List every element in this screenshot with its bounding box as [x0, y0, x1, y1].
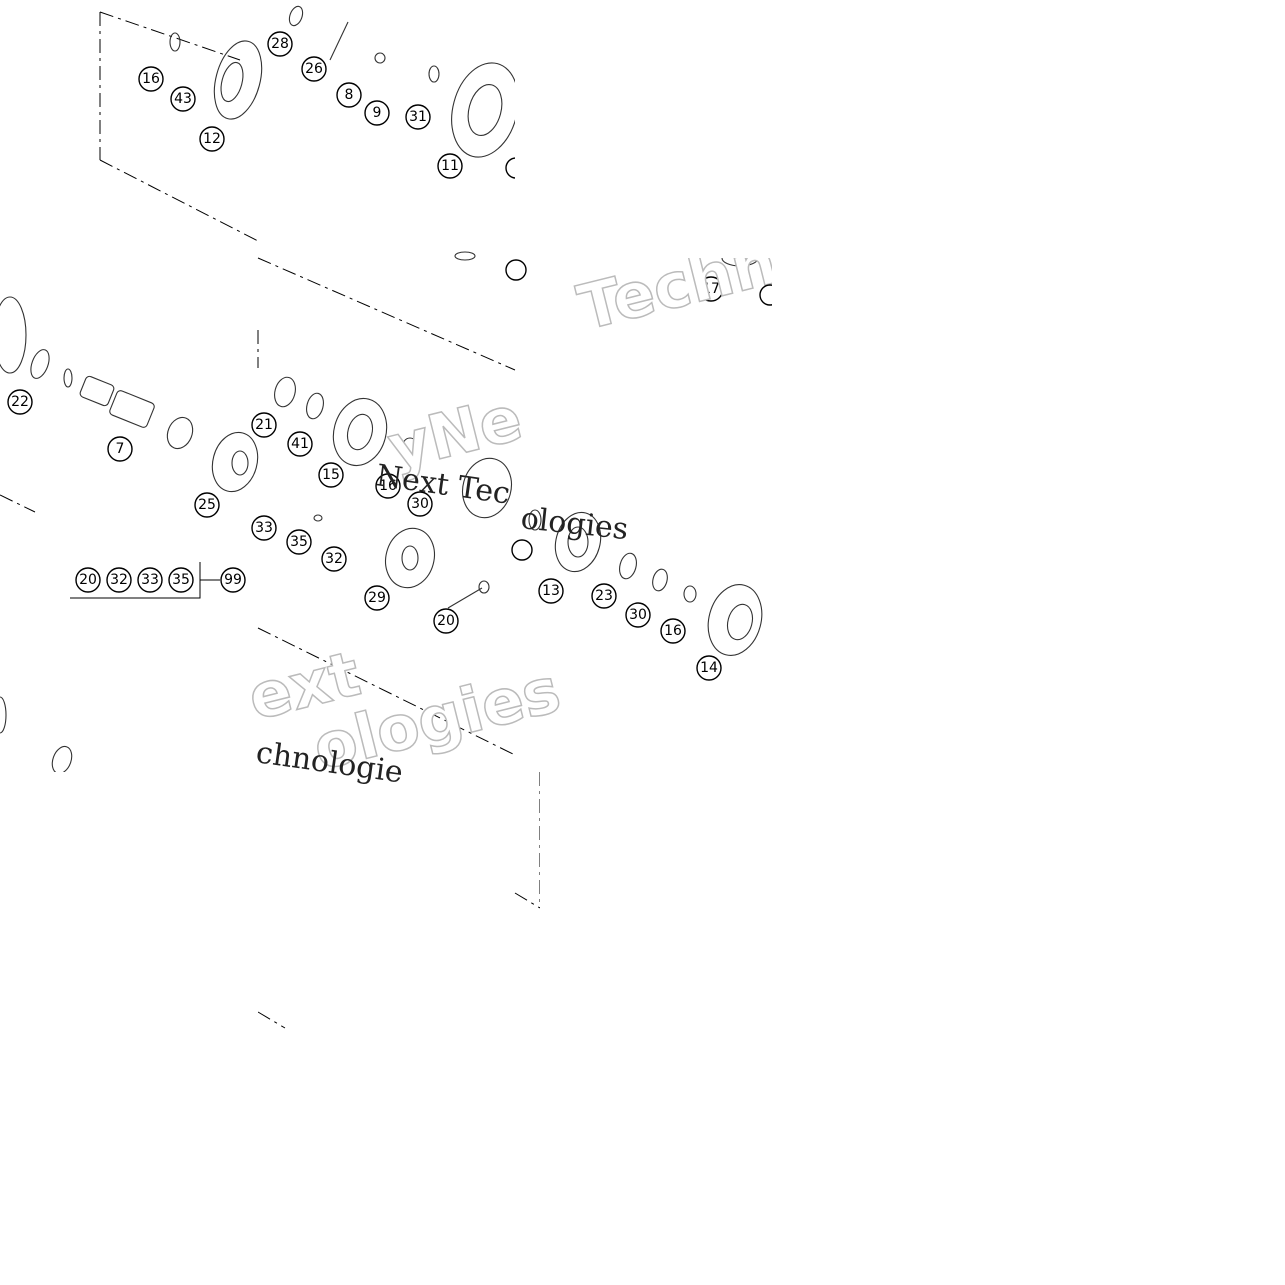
callout-7: 7 [107, 436, 133, 462]
callout-12: 12 [199, 126, 225, 152]
callout-23: 23 [591, 583, 617, 609]
kit-group: 20 32 33 35 99 [70, 562, 246, 599]
svg-text:13: 13 [542, 583, 560, 599]
svg-text:22: 22 [11, 394, 29, 410]
svg-text:35: 35 [172, 572, 190, 588]
svg-text:33: 33 [141, 572, 159, 588]
callout-9: 9 [364, 100, 390, 126]
callout-8: 8 [336, 82, 362, 108]
svg-text:26: 26 [305, 61, 323, 77]
callout-16a: 16 [138, 66, 164, 92]
svg-text:30: 30 [629, 607, 647, 623]
svg-text:11: 11 [441, 158, 459, 174]
svg-text:14: 14 [700, 660, 718, 676]
callout-16b: 16 [375, 473, 401, 499]
svg-text:12: 12 [203, 131, 221, 147]
svg-text:17: 17 [702, 281, 720, 297]
kit-member-33: 33 [137, 567, 163, 593]
callout-26: 26 [301, 56, 327, 82]
svg-text:20: 20 [437, 613, 455, 629]
svg-text:16: 16 [142, 71, 160, 87]
callout-25: 25 [194, 492, 220, 518]
svg-text:99: 99 [224, 572, 242, 588]
callout-41: 41 [287, 431, 313, 457]
svg-text:33: 33 [255, 520, 273, 536]
svg-text:31: 31 [409, 109, 427, 125]
callout-43: 43 [170, 86, 196, 112]
svg-text:30: 30 [411, 496, 429, 512]
parts-drawing [0, 5, 763, 775]
callout-14: 14 [696, 655, 722, 681]
svg-text:41: 41 [291, 436, 309, 452]
svg-text:8: 8 [345, 87, 354, 103]
svg-text:25: 25 [198, 497, 216, 513]
svg-text:16: 16 [664, 623, 682, 639]
svg-text:15: 15 [322, 467, 340, 483]
callout-28: 28 [267, 31, 293, 57]
svg-text:21: 21 [255, 417, 273, 433]
callouts: 16 43 12 28 26 8 9 31 11 17 22 7 25 21 4… [7, 31, 724, 681]
watermarks: Techno yNe Next Tec ologies ext ologies … [240, 214, 826, 790]
svg-text:23: 23 [595, 588, 613, 604]
svg-text:35: 35 [290, 534, 308, 550]
callout-13: 13 [538, 578, 564, 604]
callout-21: 21 [251, 412, 277, 438]
svg-text:ologies: ologies [519, 501, 630, 547]
kit-member-20: 20 [75, 567, 101, 593]
svg-text:43: 43 [174, 91, 192, 107]
callout-22: 22 [7, 389, 33, 415]
callout-29: 29 [364, 585, 390, 611]
callout-20: 20 [433, 608, 459, 634]
callout-30b: 30 [625, 602, 651, 628]
callout-11: 11 [437, 153, 463, 179]
svg-text:16: 16 [379, 478, 397, 494]
callout-31: 31 [405, 104, 431, 130]
svg-text:28: 28 [271, 36, 289, 52]
svg-text:7: 7 [116, 441, 125, 457]
callout-32: 32 [321, 546, 347, 572]
callout-15: 15 [318, 462, 344, 488]
svg-text:20: 20 [79, 572, 97, 588]
callout-16c: 16 [660, 618, 686, 644]
kit-number-99: 99 [220, 567, 246, 593]
kit-member-35: 35 [168, 567, 194, 593]
callout-33: 33 [251, 515, 277, 541]
svg-text:9: 9 [373, 105, 382, 121]
callout-17: 17 [698, 276, 724, 302]
svg-text:32: 32 [110, 572, 128, 588]
svg-text:29: 29 [368, 590, 386, 606]
callout-35: 35 [286, 529, 312, 555]
callout-30a: 30 [407, 491, 433, 517]
svg-text:32: 32 [325, 551, 343, 567]
kit-member-32: 32 [106, 567, 132, 593]
